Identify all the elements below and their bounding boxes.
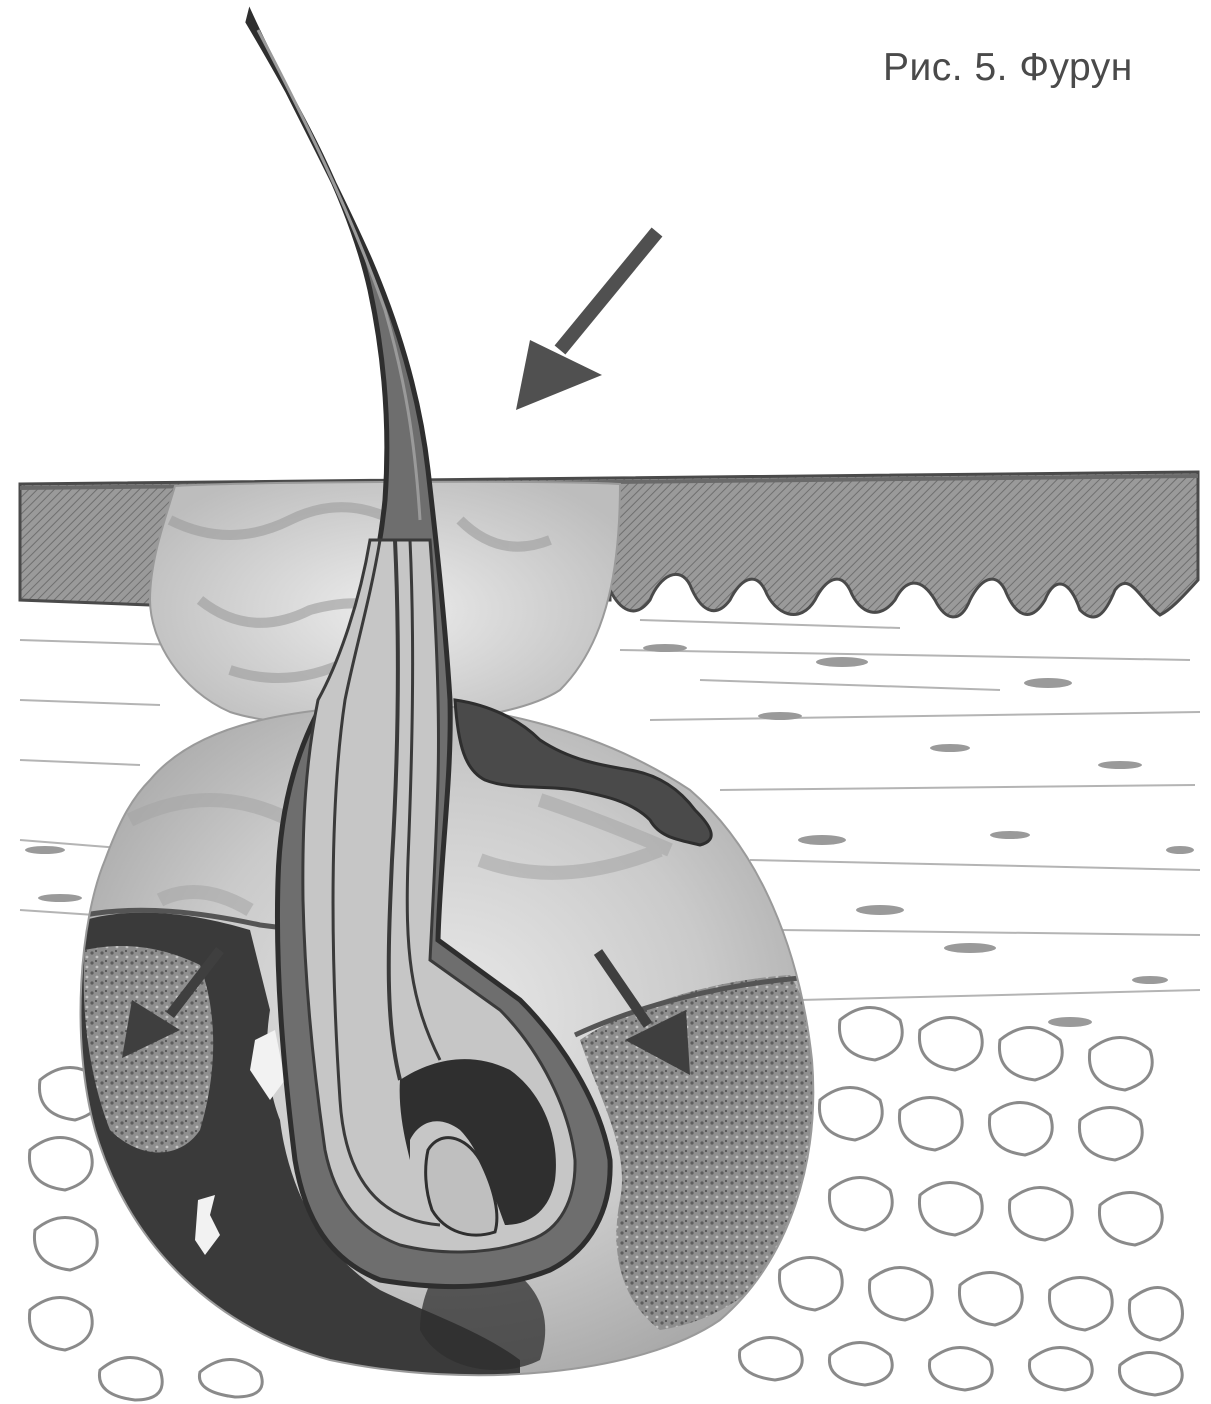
main-arrow	[516, 232, 657, 410]
figure-caption: Рис. 5. Фурун	[883, 46, 1133, 90]
